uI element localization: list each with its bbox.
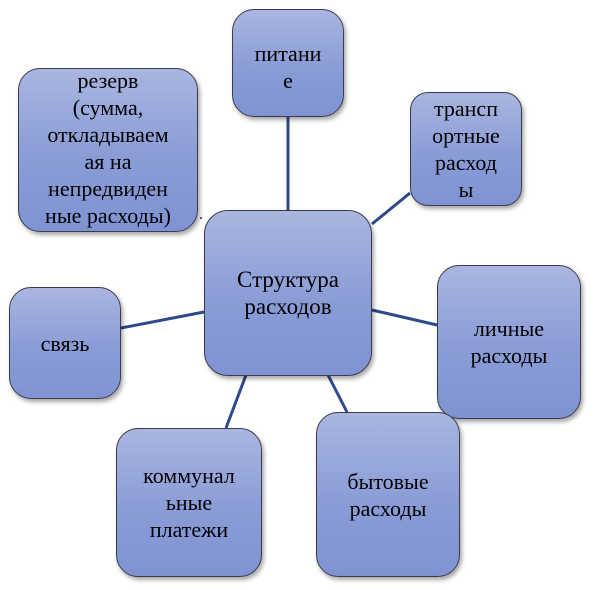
connector-household bbox=[326, 374, 349, 413]
center-label-line2: расходов bbox=[244, 294, 332, 319]
node-reserve: резерв (сумма, откладываем ая на непредв… bbox=[18, 68, 198, 232]
node-household-line2: расходы bbox=[349, 495, 427, 521]
node-reserve-line3: откладываем bbox=[47, 122, 169, 147]
node-utilities-line3: платежи bbox=[149, 517, 229, 542]
connector-communication bbox=[120, 310, 205, 330]
node-reserve-line1: резерв bbox=[77, 68, 139, 93]
node-reserve-line4: ая на bbox=[84, 149, 132, 174]
connector-utilities bbox=[224, 374, 248, 429]
node-transport-line1: трансп bbox=[434, 96, 498, 121]
node-food-line1: питани bbox=[254, 41, 322, 66]
node-reserve-line2: (сумма, bbox=[72, 95, 144, 120]
connector-personal bbox=[371, 308, 438, 327]
center-label-line1: Структура bbox=[237, 267, 339, 292]
node-transport-line3: расход bbox=[435, 150, 497, 175]
node-food-line2: е bbox=[283, 68, 293, 93]
node-utilities-line1: коммунал bbox=[143, 463, 235, 488]
node-utilities: коммунал ьные платежи bbox=[116, 428, 262, 577]
node-communication: связь bbox=[9, 287, 121, 399]
node-food: питани е bbox=[232, 9, 344, 117]
node-communication-line1: связь bbox=[40, 330, 90, 356]
center-node-expense-structure: Структура расходов bbox=[204, 210, 372, 376]
node-reserve-line5: непредвиден bbox=[48, 176, 168, 201]
node-transport: трансп ортные расход ы bbox=[410, 92, 522, 206]
node-household-expenses: бытовые расходы bbox=[316, 412, 460, 577]
node-personal-expenses: личные расходы bbox=[437, 265, 581, 419]
node-personal-line1: личные bbox=[473, 316, 545, 341]
node-personal-line2: расходы bbox=[470, 343, 548, 368]
node-transport-line4: ы bbox=[458, 177, 474, 202]
node-transport-line2: ортные bbox=[432, 123, 500, 148]
connector-transport bbox=[371, 191, 411, 226]
node-utilities-line2: ьные bbox=[165, 490, 213, 515]
node-household-line1: бытовые bbox=[347, 468, 429, 494]
node-reserve-line6: ные расходы) bbox=[45, 203, 171, 228]
connector-dot: . bbox=[199, 206, 203, 223]
